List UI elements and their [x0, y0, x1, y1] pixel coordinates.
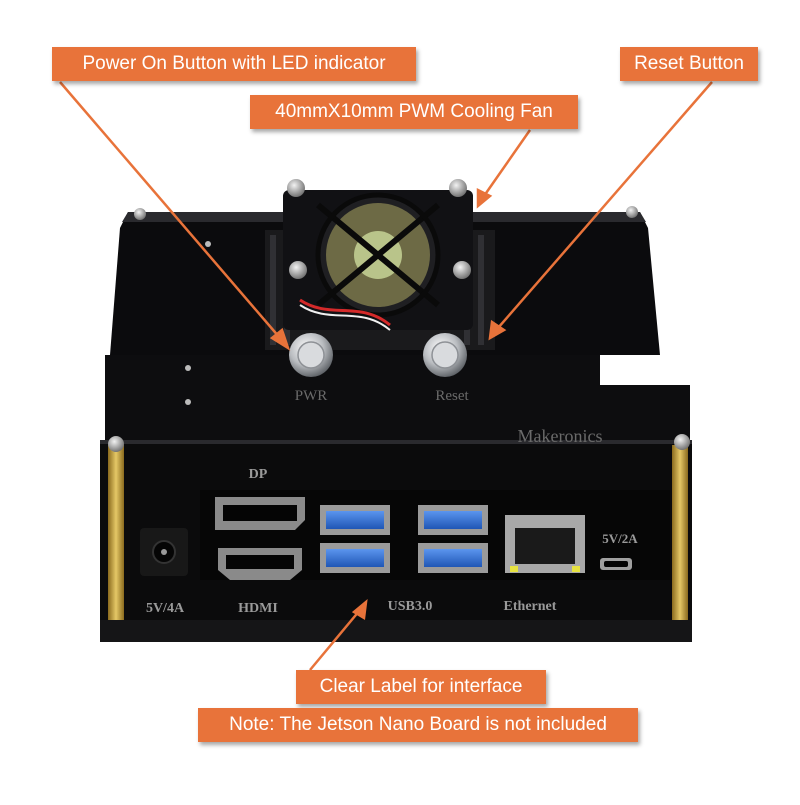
- pwr-label: PWR: [295, 388, 328, 404]
- callout-power-button: Power On Button with LED indicator: [52, 47, 416, 81]
- usb-label: USB3.0: [388, 599, 433, 614]
- standoff-front-right: [672, 445, 688, 620]
- power-5v4a-label: 5V/4A: [146, 601, 185, 616]
- micro-usb-port: [600, 558, 632, 570]
- ethernet-port: [505, 515, 585, 573]
- cooling-fan: [283, 179, 473, 331]
- callout-arrows: [59, 81, 713, 671]
- screw-icon: [108, 436, 124, 452]
- usb-ports: [320, 505, 488, 573]
- standoff-front-left: [108, 445, 124, 620]
- screw-icon: [626, 206, 638, 218]
- dp-label: DP: [249, 467, 268, 482]
- reset-label: Reset: [435, 388, 469, 404]
- callout-cooling-fan: 40mmX10mm PWM Cooling Fan: [250, 95, 578, 129]
- brand-label: Makeronics: [518, 426, 603, 446]
- screw-icon: [134, 208, 146, 220]
- power-5v2a-label: 5V/2A: [602, 531, 638, 546]
- dc-barrel-jack: [140, 528, 188, 576]
- displayport-port: [215, 497, 305, 530]
- reset-button: [423, 333, 467, 377]
- hdmi-label: HDMI: [238, 601, 278, 616]
- case-mid: [105, 355, 690, 440]
- ethernet-label: Ethernet: [504, 599, 557, 614]
- hdmi-port: [218, 548, 302, 580]
- callout-clear-label: Clear Label for interface: [296, 670, 546, 704]
- screw-icon: [674, 434, 690, 450]
- callout-note: Note: The Jetson Nano Board is not inclu…: [198, 708, 638, 742]
- power-button: [289, 333, 333, 377]
- callout-reset-button: Reset Button: [620, 47, 758, 81]
